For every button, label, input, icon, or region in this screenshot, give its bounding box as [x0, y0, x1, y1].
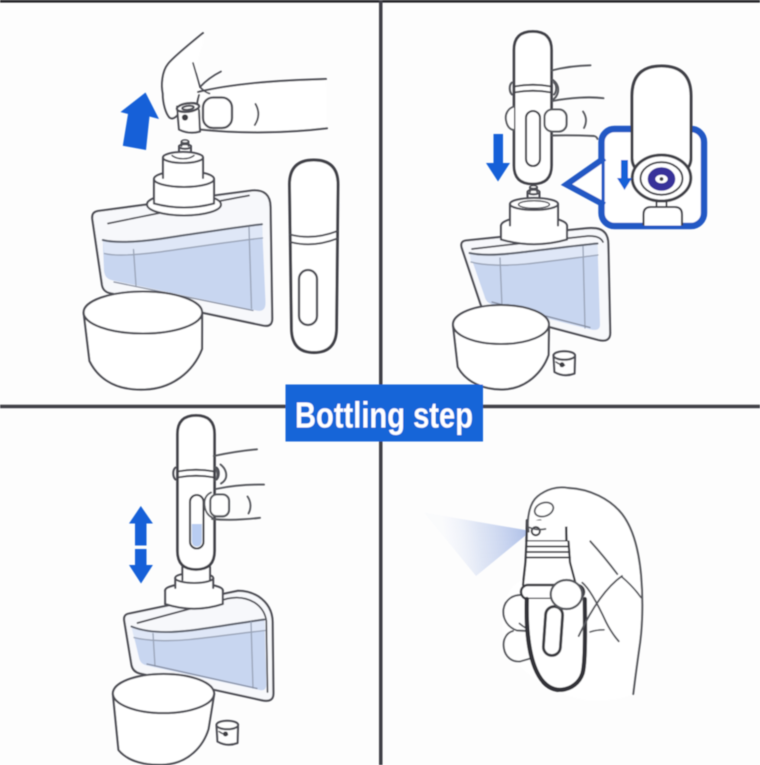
svg-text:Bottling step: Bottling step — [295, 395, 473, 436]
